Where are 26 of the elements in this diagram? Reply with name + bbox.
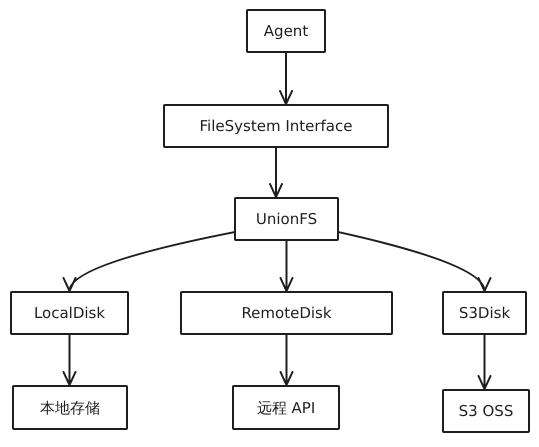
arrow [66,231,235,292]
box-label: RemoteDisk [241,304,332,322]
box-label: S3 OSS [458,402,514,420]
process-box [234,197,339,241]
arrow [478,334,492,390]
arrow [279,52,293,105]
process-box [442,291,527,335]
box-label: 本地存储 [40,398,100,416]
process-box [180,291,393,335]
process-box [442,389,530,433]
box-label: Agent [264,22,308,40]
box-label: UnionFS [256,210,318,228]
arrow [269,147,283,198]
box-label: FileSystem Interface [200,117,352,135]
box-label: S3Disk [458,304,510,322]
arrow [280,240,294,292]
box-label: 远程 API [256,398,316,416]
process-box [246,9,326,53]
box-label: LocalDisk [34,304,106,322]
process-box [232,385,340,430]
arrow [62,334,76,386]
process-box [10,291,129,335]
process-box [163,104,389,148]
process-box [12,385,128,430]
arrow [280,334,294,386]
arrow [338,231,488,292]
